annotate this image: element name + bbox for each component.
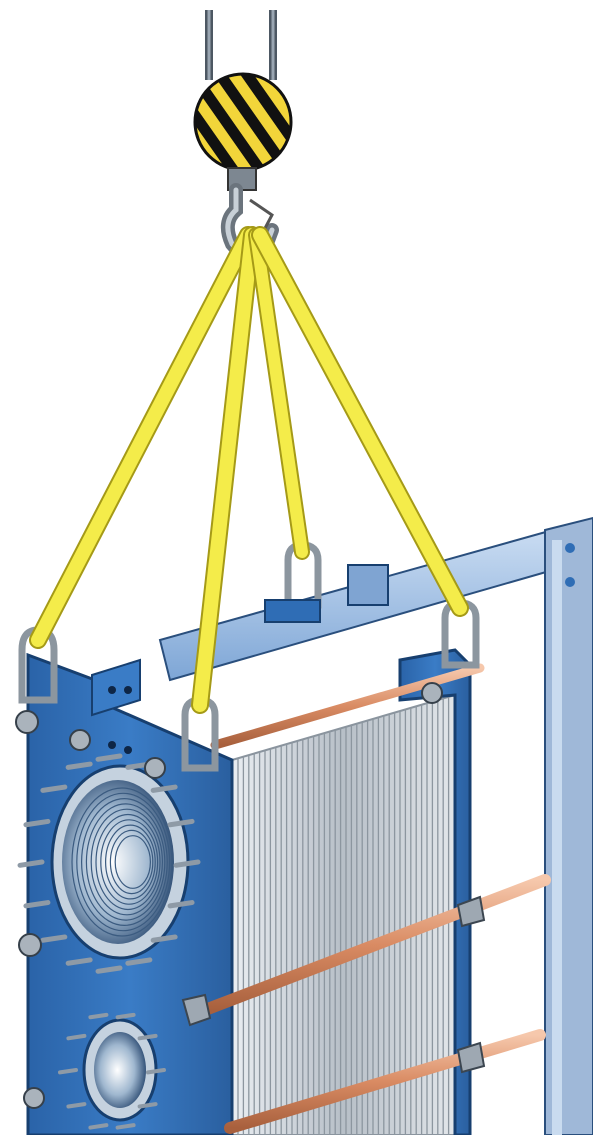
frame-plate-rear	[398, 648, 472, 1135]
small-port-connection	[58, 1012, 166, 1130]
plate-pack	[231, 693, 456, 1135]
tightening-bolts	[181, 663, 551, 1134]
large-port-connection	[17, 753, 201, 974]
wire-ropes	[205, 10, 277, 80]
frame-nuts	[15, 682, 443, 1109]
crane-hook-icon	[193, 72, 293, 261]
lifting-sling-icon	[29, 226, 469, 714]
